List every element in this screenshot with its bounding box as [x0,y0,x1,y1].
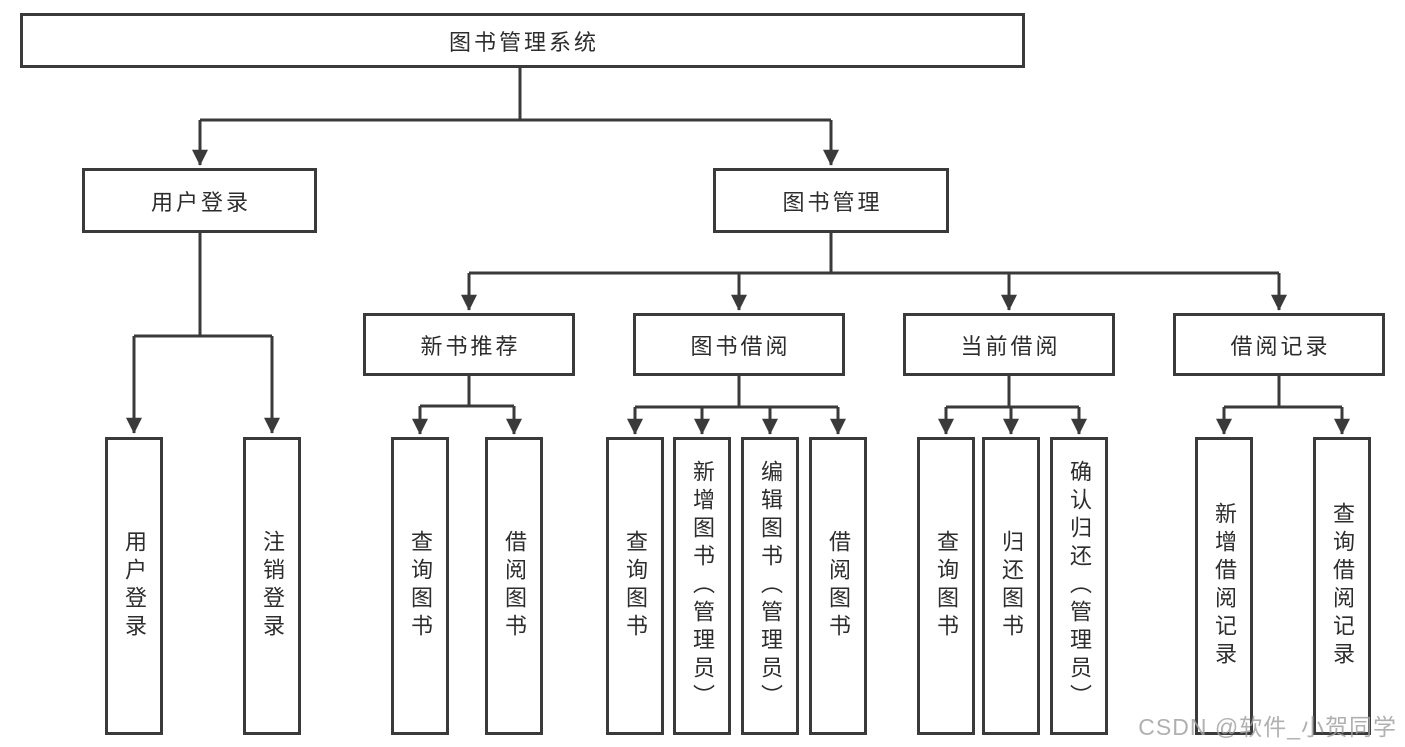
node-label: 图书管理系统 [448,29,599,55]
node-user-login: 用户登录 [105,437,163,735]
node-label: 借阅图书 [826,530,851,642]
node-bor-add-books-admin: 新增图书（管理员） [673,437,731,735]
node-label: 图书借阅 [690,333,791,359]
node-book-management-module: 图书管理 [713,168,949,233]
node-cur-confirm-return-admin: 确认归还（管理员） [1050,437,1108,735]
node-label: 借阅图书 [502,530,527,642]
node-cur-return-books: 归还图书 [982,437,1040,735]
node-add-borrow-record: 新增借阅记录 [1195,437,1253,735]
node-label: 查询借阅记录 [1330,502,1355,670]
node-bor-query-books: 查询图书 [606,437,664,735]
node-logout: 注销登录 [243,437,301,735]
node-bor-borrow-books: 借阅图书 [809,437,867,735]
node-user-login-module: 用户登录 [82,168,317,233]
node-label: 查询图书 [623,530,648,642]
node-label: 查询图书 [408,530,433,642]
node-label: 当前借阅 [960,333,1061,359]
node-label: 确认归还（管理员） [1067,460,1092,712]
connector-trunks [134,68,1342,409]
node-bor-edit-books-admin: 编辑图书（管理员） [741,437,799,735]
node-system-root: 图书管理系统 [20,13,1025,68]
node-label: 新增图书（管理员） [690,460,715,712]
node-new-book-recommend: 新书推荐 [363,313,575,376]
node-label: 新书推荐 [420,333,521,359]
node-current-borrow: 当前借阅 [903,313,1115,376]
node-label: 新增借阅记录 [1212,502,1237,670]
node-label: 注销登录 [260,530,285,642]
node-borrow-records: 借阅记录 [1173,313,1385,376]
node-label: 编辑图书（管理员） [758,460,783,712]
node-book-borrow: 图书借阅 [633,313,845,376]
node-label: 归还图书 [999,530,1024,642]
node-label: 查询图书 [934,530,959,642]
node-label: 用户登录 [150,189,251,215]
node-label: 图书管理 [782,189,883,215]
node-label: 用户登录 [122,530,147,642]
csdn-watermark: CSDN @软件_小贺同学 [1138,714,1397,740]
node-rec-borrow-books: 借阅图书 [485,437,543,735]
node-cur-query-books: 查询图书 [917,437,975,735]
node-query-borrow-record: 查询借阅记录 [1313,437,1371,735]
node-label: 借阅记录 [1230,333,1331,359]
node-rec-query-books: 查询图书 [391,437,449,735]
